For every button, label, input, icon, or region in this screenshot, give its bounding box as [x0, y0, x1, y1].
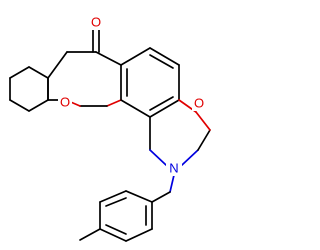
atom-symbol: O: [91, 15, 101, 30]
bond: [151, 191, 171, 203]
bond: [120, 47, 151, 66]
bond: [149, 96, 174, 111]
bond: [195, 111, 211, 131]
bond: [28, 99, 49, 112]
bond: [149, 47, 180, 66]
atom-symbol: N: [169, 161, 178, 176]
atom-symbol: O: [60, 95, 70, 110]
bond: [149, 99, 180, 118]
atom-label-pyran-oxygen: O: [58, 94, 72, 110]
molecule-structure-diagram: O O O N: [9, 14, 211, 242]
carbonyl-group: [92, 29, 100, 53]
bond: [197, 129, 211, 151]
bond: [105, 224, 127, 235]
atom-label-carbonyl-oxygen: O: [89, 14, 103, 30]
benzene-ring-fused: [120, 47, 180, 118]
methyl-bond: [79, 228, 101, 241]
bond: [149, 54, 174, 69]
bond: [99, 228, 127, 242]
bond: [99, 190, 127, 203]
bond: [9, 66, 30, 79]
bond: [105, 197, 127, 207]
bond: [28, 66, 49, 79]
tolyl-ring: [99, 190, 153, 242]
cyclohexane-ring: [9, 66, 49, 112]
chromanone-ring: [47, 51, 122, 107]
bond: [181, 149, 199, 166]
bond: [125, 228, 153, 242]
bond: [169, 174, 175, 193]
bond: [149, 149, 167, 166]
bond: [125, 190, 153, 203]
bond: [106, 99, 122, 107]
bond: [120, 99, 151, 118]
oxazine-ring: [149, 99, 211, 166]
atom-label-oxazine-oxygen: O: [192, 95, 206, 111]
bond: [95, 51, 122, 66]
bond: [9, 99, 30, 112]
atom-symbol: O: [194, 96, 204, 111]
atom-label-nitrogen: N: [166, 160, 182, 176]
bond: [47, 51, 68, 79]
